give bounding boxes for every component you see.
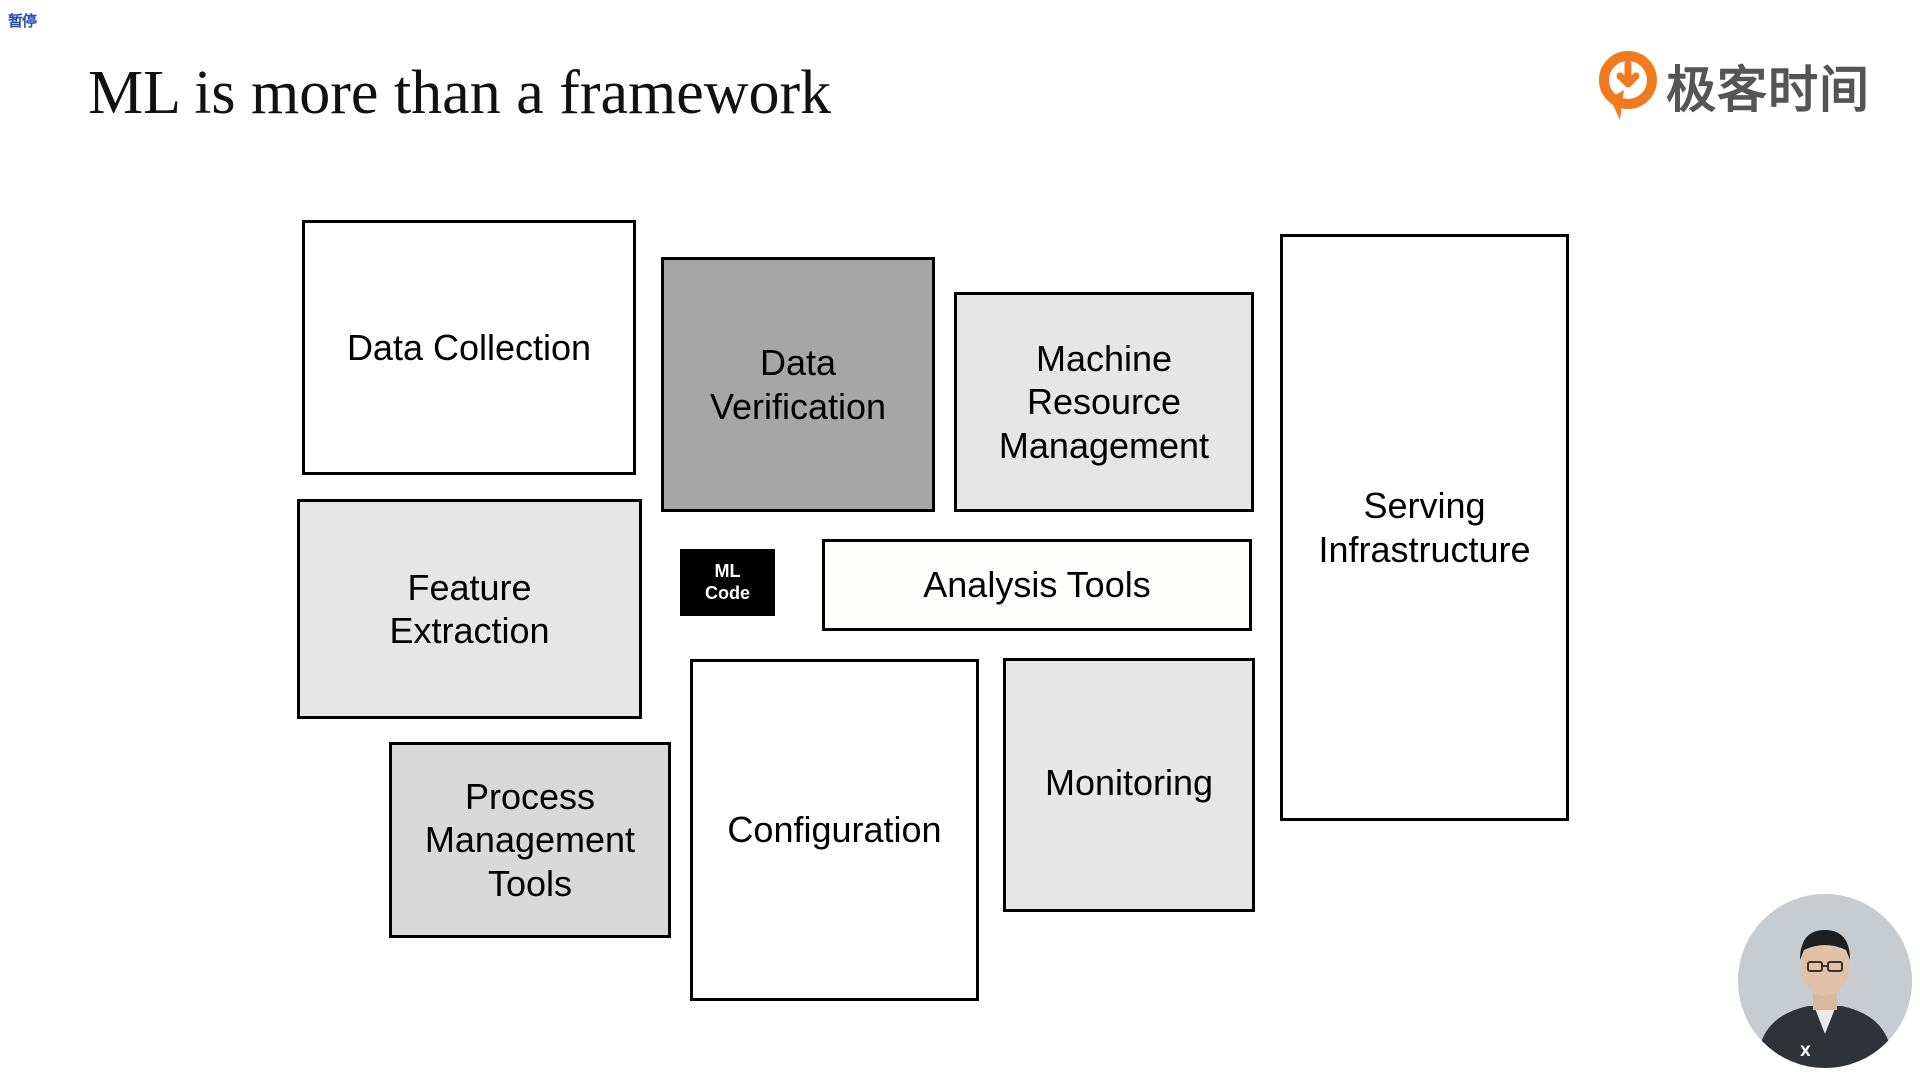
brand-logo: 极客时间: [1596, 50, 1870, 122]
presenter-avatar-icon: X: [1738, 894, 1912, 1068]
component-label: Process Management Tools: [424, 776, 636, 904]
component-configuration: Configuration: [690, 659, 979, 1001]
component-label: Feature Extraction: [389, 566, 550, 651]
component-feature-extraction: Feature Extraction: [297, 499, 642, 719]
component-analysis-tools: Analysis Tools: [822, 539, 1252, 631]
component-label: Data Verification: [709, 342, 887, 427]
svg-text:X: X: [1800, 1044, 1811, 1060]
component-label: Serving Infrastructure: [1318, 485, 1531, 570]
component-label: Monitoring: [1044, 762, 1214, 803]
component-label: Data Collection: [346, 326, 592, 368]
component-machine-resource-management: Machine Resource Management: [954, 292, 1254, 512]
ml-code-block: ML Code: [680, 549, 775, 616]
presenter-video-thumbnail[interactable]: X: [1738, 894, 1912, 1068]
component-data-collection: Data Collection: [302, 220, 636, 475]
slide-title: ML is more than a framework: [88, 59, 832, 127]
component-monitoring: Monitoring: [1003, 658, 1255, 912]
pause-status-label: 暂停: [8, 12, 37, 30]
geektime-logo-icon: [1599, 51, 1657, 120]
component-label: Analysis Tools: [923, 564, 1151, 606]
component-data-verification: Data Verification: [661, 257, 935, 512]
component-label: Configuration: [727, 809, 942, 851]
brand-name: 极客时间: [1666, 61, 1870, 119]
component-process-management-tools: Process Management Tools: [389, 742, 671, 938]
ml-code-label: ML Code: [705, 560, 750, 603]
component-label: Machine Resource Management: [998, 338, 1210, 466]
component-serving-infrastructure: Serving Infrastructure: [1280, 234, 1569, 821]
